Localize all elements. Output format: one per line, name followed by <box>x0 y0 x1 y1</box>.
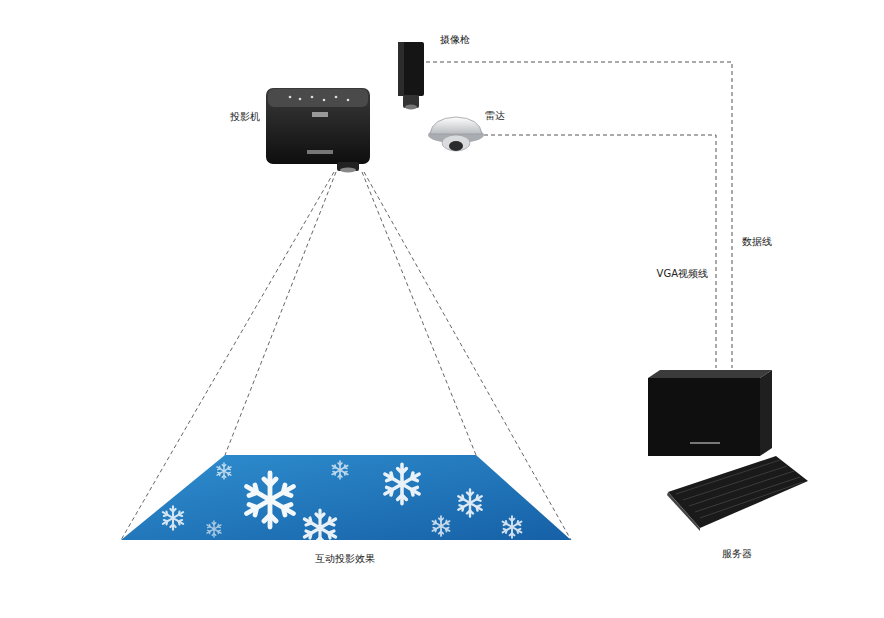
radar-node: 雷达 <box>428 115 484 155</box>
server-node: 服务器 <box>646 368 774 458</box>
cable-label: VGA视频线 <box>657 268 708 280</box>
camera-node: 摄像枪 <box>396 40 426 110</box>
device-label: 投影机 <box>230 111 260 123</box>
projection-beam <box>121 172 571 540</box>
keyboard <box>667 456 808 531</box>
projector <box>266 88 370 173</box>
projector-node: 投影机 <box>265 85 371 173</box>
cable-line <box>484 135 716 368</box>
cable-label: 数据线 <box>742 236 772 248</box>
projection-floor <box>121 455 571 546</box>
camera <box>398 42 424 110</box>
device-label: 摄像枪 <box>440 34 470 46</box>
cable-line <box>426 62 732 368</box>
server <box>648 370 772 456</box>
projection-node: 互动投影效果 <box>120 455 572 542</box>
device-label: 雷达 <box>485 110 505 122</box>
radar-sensor <box>428 117 484 151</box>
device-label: 互动投影效果 <box>315 553 375 565</box>
device-label: 服务器 <box>722 548 752 560</box>
